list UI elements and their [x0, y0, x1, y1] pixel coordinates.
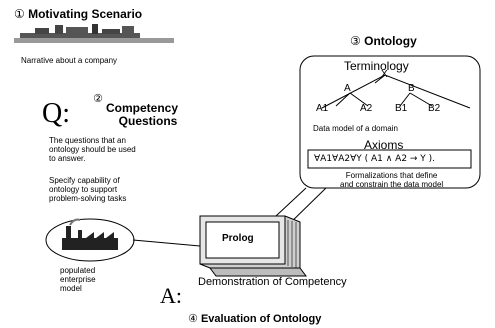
tree-node-root: X: [381, 69, 388, 80]
factory-icon: [62, 218, 118, 250]
scenario-caption: Narrative about a company: [21, 56, 118, 65]
tree-node-left: A: [344, 83, 351, 94]
enterprise-caption-line3: model: [60, 284, 82, 293]
axioms-caption-line1: Formalizations that define: [345, 171, 438, 180]
terminology-label: Terminology: [344, 59, 409, 73]
enterprise-caption: populated enterprise model: [60, 266, 96, 293]
q-letter: Q:: [42, 98, 70, 129]
axiom-formula: ∀A1∀A2∀Y ( A1 ∧ A2 → Y ).: [314, 154, 436, 164]
competency-number: ②: [93, 92, 103, 105]
ontology-title: Ontology: [364, 34, 417, 48]
competency-desc2-line1: Specify capability of: [49, 176, 120, 185]
competency-desc1-line2: ontology should be used: [49, 145, 136, 154]
tree-node-b2: B2: [428, 103, 441, 114]
scenario-heading: ① Motivating Scenario: [14, 7, 142, 21]
data-model-caption: Data model of a domain: [313, 124, 398, 133]
competency-desc1-line3: to answer.: [49, 154, 86, 163]
prolog-screen-label: Prolog: [222, 233, 254, 244]
ontology-number: ③: [350, 34, 361, 48]
axioms-caption-line2: and constrain the data model: [340, 180, 444, 189]
tree-node-b1: B1: [395, 103, 408, 114]
evaluation-title: Evaluation of Ontology: [200, 313, 322, 325]
competency-desc1: The questions that an ontology should be…: [49, 136, 136, 163]
competency-desc2-line3: problem-solving tasks: [49, 194, 127, 203]
computer-icon: [199, 215, 307, 277]
enterprise-caption-line1: populated: [60, 266, 96, 275]
competency-desc1-line1: The questions that an: [49, 136, 126, 145]
competency-title-line1: Competency: [106, 101, 179, 115]
terminology-tree: [321, 74, 471, 109]
scenario-title: Motivating Scenario: [28, 7, 143, 21]
enterprise-caption-line2: enterprise: [60, 275, 96, 284]
competency-desc2-line2: ontology to support: [49, 185, 118, 194]
evaluation-heading: ④ Evaluation of Ontology: [188, 312, 321, 325]
a-letter: A:: [160, 283, 182, 308]
demonstration-text: Demonstration of Competency: [198, 276, 347, 288]
competency-title: Competency Questions: [106, 102, 178, 128]
competency-desc2: Specify capability of ontology to suppor…: [49, 176, 126, 203]
tree-node-a2: A2: [360, 103, 373, 114]
tree-node-a1: A1: [316, 103, 329, 114]
competency-title-line2: Questions: [118, 114, 178, 128]
axioms-caption: Formalizations that define and constrain…: [340, 171, 443, 189]
ontology-heading: ③ Ontology: [350, 34, 417, 48]
axiom-formula-box: [307, 149, 472, 169]
axioms-label: Axioms: [364, 138, 404, 152]
scenario-number: ①: [14, 7, 25, 21]
evaluation-number: ④: [188, 312, 198, 325]
tree-node-right: B: [408, 83, 415, 94]
company-skyline-icon: [14, 24, 174, 43]
